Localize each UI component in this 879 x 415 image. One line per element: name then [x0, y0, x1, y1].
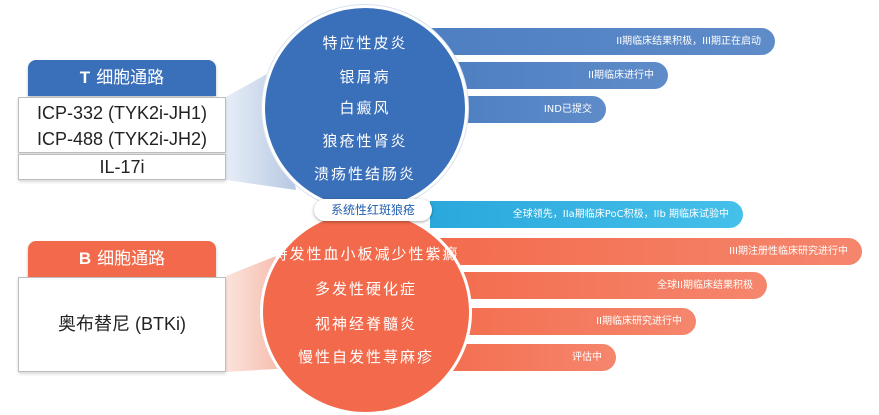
t-drug-3: IL-17i	[99, 157, 145, 177]
b-indication-circle	[260, 209, 472, 415]
b-status-bar-2: 全球II期临床结果积极	[420, 272, 767, 299]
b-pathway-header: B 细胞通路	[28, 241, 216, 277]
b-indication-2: 多发性硬化症	[314, 280, 418, 298]
t-drug-2: ICP-488 (TYK2i-JH2)	[36, 129, 208, 149]
t-indication-4: 狼疮性肾炎	[322, 132, 408, 150]
t-il17-box: IL-17i	[18, 154, 226, 180]
b-indication-3: 视神经脊髓炎	[314, 315, 418, 333]
shared-indication-pill: 系统性红斑狼疮	[314, 199, 432, 221]
t-indication-circle	[262, 5, 468, 211]
b-status-bar-1: III期注册性临床研究进行中	[420, 238, 862, 265]
t-pathway-header: T 细胞通路	[28, 60, 216, 96]
t-header-letter: T	[79, 68, 91, 87]
t-header-text: 细胞通路	[96, 68, 165, 88]
b-drug-1: 奥布替尼 (BTKi)	[58, 314, 186, 334]
b-header-letter: B	[78, 249, 92, 268]
t-drug-1: ICP-332 (TYK2i-JH1)	[36, 103, 208, 123]
t-drug-box: ICP-332 (TYK2i-JH1) ICP-488 (TYK2i-JH2)	[18, 97, 226, 153]
b-drug-box: 奥布替尼 (BTKi)	[18, 277, 226, 372]
t-indication-1: 特应性皮炎	[322, 34, 408, 52]
t-indication-5: 溃疡性结肠炎	[313, 165, 417, 183]
t-indication-2: 银屑病	[339, 68, 391, 86]
b-indication-1: 特发性血小板减少性紫癜	[272, 245, 460, 263]
shared-status-bar: 全球领先，IIa期临床PoC积极，IIb 期临床试验中	[430, 201, 743, 228]
b-header-text: 细胞通路	[97, 249, 166, 269]
t-indication-3: 白癜风	[339, 99, 391, 117]
b-indication-4: 慢性自发性荨麻疹	[297, 348, 435, 366]
